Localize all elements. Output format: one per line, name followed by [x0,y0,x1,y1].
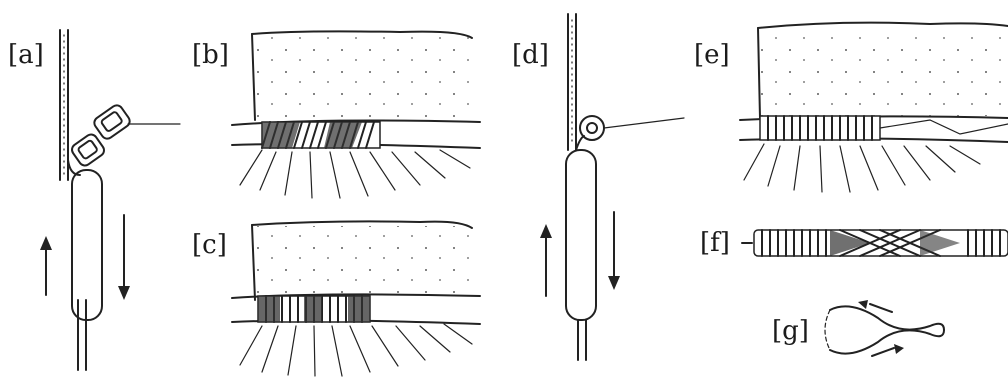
panel-g-drawing [825,300,944,356]
panel-a-drawing [40,30,180,370]
panel-e-drawing [740,23,1008,192]
panel-d-drawing [540,14,684,360]
panel-c-drawing [232,221,480,376]
panel-b-drawing [232,31,480,198]
panel-b-stitch-band [262,122,380,148]
panel-f-drawing [742,230,1008,256]
panel-c-stitch-band [258,296,370,322]
panel-e-stitch-band [760,116,1008,140]
